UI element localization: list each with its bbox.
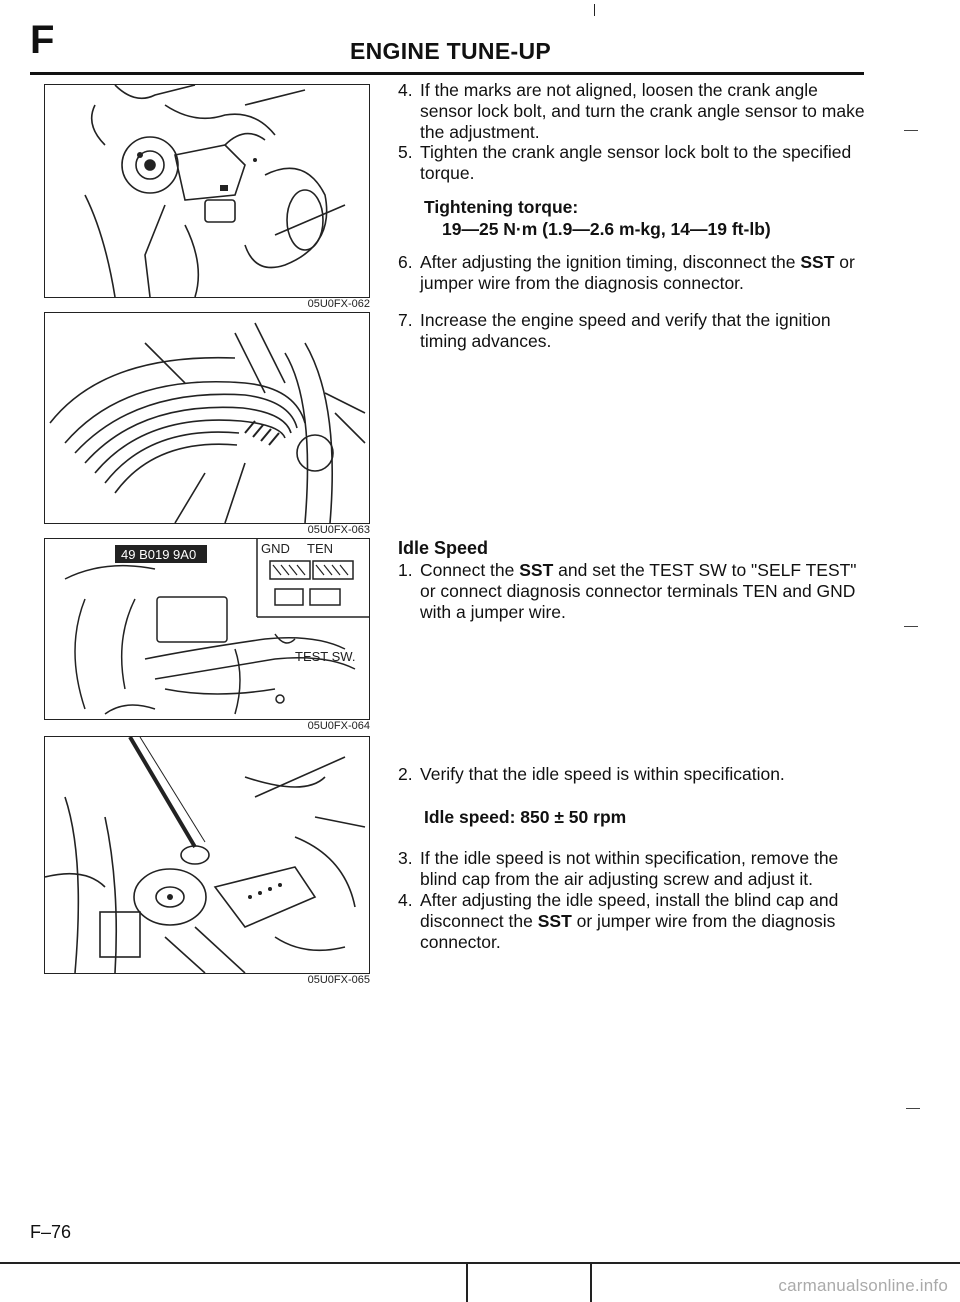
air-adjusting-screw-illustration bbox=[45, 737, 366, 973]
crank-pulley-illustration bbox=[49, 322, 366, 523]
step-number: 2. bbox=[398, 764, 413, 784]
figure-code: 05U0FX-062 bbox=[307, 298, 370, 310]
list-item: 3. If the idle speed is not within speci… bbox=[398, 848, 868, 890]
list-item: 2. Verify that the idle speed is within … bbox=[398, 764, 868, 785]
figure-sst-connection: 49 B019 9A0 GND TEN TEST SW. bbox=[44, 538, 370, 720]
tightening-torque-spec: Tightening torque: 19—25 N·m (1.9—2.6 m-… bbox=[424, 196, 771, 240]
section-letter: F bbox=[30, 18, 55, 62]
margin-mark bbox=[904, 130, 918, 131]
step-number: 5. bbox=[398, 142, 413, 162]
step-text: Tighten the crank angle sensor lock bolt… bbox=[420, 142, 852, 183]
step-number: 7. bbox=[398, 310, 413, 330]
step-text: After adjusting the ignition timing, dis… bbox=[420, 252, 855, 293]
sst-bold: SST bbox=[800, 252, 835, 272]
terminal-ten-label: TEN bbox=[307, 541, 333, 556]
step-text: Verify that the idle speed is within spe… bbox=[420, 764, 785, 784]
sst-connection-illustration: 49 B019 9A0 GND TEN TEST SW. bbox=[64, 539, 369, 715]
spec-value: 19—25 N·m (1.9—2.6 m-kg, 14—19 ft-lb) bbox=[442, 219, 771, 239]
sst-bold: SST bbox=[537, 911, 572, 931]
watermark: carmanualsonline.info bbox=[778, 1276, 948, 1295]
step-number: 4. bbox=[398, 890, 413, 910]
figure-air-adjusting-screw bbox=[44, 736, 370, 974]
footer-rule bbox=[0, 1262, 960, 1264]
page-number: F–76 bbox=[30, 1222, 72, 1242]
margin-mark bbox=[904, 626, 918, 627]
figure-timing-marks bbox=[44, 312, 370, 524]
list-item: 4. After adjusting the idle speed, insta… bbox=[398, 890, 868, 953]
terminal-gnd-label: GND bbox=[261, 541, 290, 556]
list-item: 6. After adjusting the ignition timing, … bbox=[398, 252, 868, 294]
step-number: 3. bbox=[398, 848, 413, 868]
crank-angle-sensor-illustration bbox=[84, 85, 346, 297]
page-title: ENGINE TUNE-UP bbox=[350, 38, 551, 64]
figure-code: 05U0FX-063 bbox=[307, 524, 370, 536]
header-rule bbox=[30, 72, 864, 75]
margin-mark bbox=[906, 1108, 920, 1109]
binding-mark bbox=[590, 1262, 592, 1302]
sst-label: 49 B019 9A0 bbox=[121, 547, 196, 562]
step-number: 6. bbox=[398, 252, 413, 272]
list-item: 7. Increase the engine speed and verify … bbox=[398, 310, 868, 352]
step-text: If the idle speed is not within specific… bbox=[420, 848, 839, 889]
figure-crank-angle-sensor bbox=[44, 84, 370, 298]
step-number: 1. bbox=[398, 560, 413, 580]
step-text: Increase the engine speed and verify tha… bbox=[420, 310, 831, 351]
step-number: 4. bbox=[398, 80, 413, 100]
list-item: 5. Tighten the crank angle sensor lock b… bbox=[398, 142, 868, 184]
top-mark bbox=[594, 4, 595, 16]
list-item: 1. Connect the SST and set the TEST SW t… bbox=[398, 560, 868, 623]
spec-label: Tightening torque: bbox=[424, 197, 579, 217]
step-text: If the marks are not aligned, loosen the… bbox=[420, 80, 865, 142]
figure-code: 05U0FX-064 bbox=[307, 720, 370, 732]
binding-mark bbox=[466, 1262, 468, 1302]
test-sw-label: TEST SW. bbox=[295, 649, 355, 664]
figure-code: 05U0FX-065 bbox=[307, 974, 370, 986]
section-heading: Idle Speed bbox=[398, 538, 489, 558]
idle-speed-spec: Idle speed: 850 ± 50 rpm bbox=[424, 807, 627, 827]
step-text: After adjusting the idle speed, install … bbox=[420, 890, 839, 952]
step-text: Connect the SST and set the TEST SW to "… bbox=[420, 560, 857, 622]
list-item: 4. If the marks are not aligned, loosen … bbox=[398, 80, 868, 143]
sst-bold: SST bbox=[519, 560, 554, 580]
